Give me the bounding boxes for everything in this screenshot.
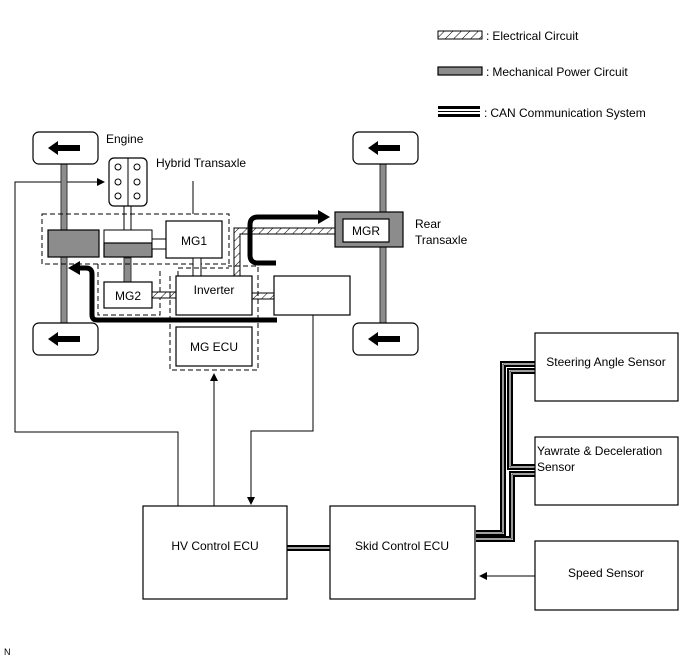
inverter-ecu-boundary (169, 265, 259, 371)
hv-to-engine-signal (14, 178, 179, 506)
signal-lines (14, 178, 535, 580)
yawrate-sensor-label-1: Yawrate & Deceleration (537, 444, 662, 458)
hybrid-transaxle-label: Hybrid Transaxle (156, 156, 246, 170)
power-flow-front-arrowhead (68, 261, 80, 275)
electrical-circuit-swatch (437, 30, 483, 40)
mg2-inverter-electrical (151, 291, 177, 299)
steering-angle-sensor-label: Steering Angle Sensor (546, 355, 665, 369)
rear-transaxle-label-1: Rear (415, 217, 441, 231)
mg1-inverter-link (192, 257, 202, 277)
arrow-left-icon (368, 332, 400, 346)
mg2-shaft (123, 257, 132, 283)
power-split-upper (103, 229, 153, 244)
skid-control-ecu-box (329, 505, 476, 600)
can-swatch-top (438, 106, 480, 109)
legend-mechanical-label: :Mechanical Power Circuit (486, 65, 628, 79)
inverter-ecu-boundary-top (177, 267, 229, 276)
engine-label: Engine (106, 132, 144, 146)
mg1-coupling (151, 238, 167, 250)
engine-shaft (123, 205, 132, 232)
legend-mechanical: :Mechanical Power Circuit (437, 65, 628, 79)
mg-ecu-label: MG ECU (190, 340, 238, 354)
mgr-label: MGR (352, 224, 380, 238)
can-swatch-mid (438, 111, 480, 112)
arrow-left-icon (48, 332, 80, 346)
mg2-box (103, 281, 153, 309)
power-flow-rear (247, 214, 318, 266)
inverter-box (175, 275, 253, 316)
engine-block: Engine (106, 132, 148, 207)
mg2-label: MG2 (115, 289, 141, 303)
arrow-left-icon (368, 141, 400, 155)
differential-gear (47, 229, 100, 258)
inverter-battery-electrical (251, 292, 275, 300)
skid-control-ecu-label: Skid Control ECU (355, 539, 449, 553)
power-split-lower (103, 242, 153, 258)
wheel-front-left-top (32, 131, 99, 165)
power-flow-front (78, 265, 277, 323)
steering-angle-sensor-box (534, 332, 679, 402)
hv-control-ecu-box (142, 505, 288, 600)
wheel-front-left-bottom (32, 322, 99, 356)
inverter-label: Inverter (194, 283, 235, 297)
rear-transaxle-label-2: Transaxle (415, 233, 468, 247)
battery-to-hv-signal (247, 314, 314, 505)
yawrate-sensor-label-2: Sensor (537, 460, 575, 474)
mgr-box (342, 218, 390, 243)
legend-electrical: :Electrical Circuit (437, 29, 579, 43)
mg1-box (165, 220, 223, 259)
mechanical-power-swatch (437, 66, 483, 76)
hv-control-ecu-label: HV Control ECU (171, 539, 258, 553)
hybrid-transaxle-boundary-lower (97, 264, 161, 316)
can-bus (287, 361, 535, 551)
orientation-mark: N (4, 647, 11, 657)
wheel-rear-top (352, 131, 419, 165)
legend-can: :CAN Communication System (438, 106, 646, 120)
wheel-rear-bottom (352, 322, 419, 356)
can-swatch-bottom (438, 114, 480, 117)
mg1-label: MG1 (181, 234, 207, 248)
yawrate-sensor-box (534, 436, 679, 506)
legend: :Electrical Circuit :Mechanical Power Ci… (437, 29, 646, 120)
arrow-left-icon (48, 141, 80, 155)
hv-battery-box (273, 275, 351, 316)
legend-electrical-label: :Electrical Circuit (486, 29, 579, 43)
mg-ecu-box (175, 326, 253, 367)
speed-sensor-label: Speed Sensor (568, 566, 644, 580)
hybrid-transaxle-boundary (41, 213, 230, 265)
speed-sensor-box (534, 540, 679, 611)
power-flow-rear-arrowhead (318, 210, 330, 224)
legend-can-label: :CAN Communication System (484, 106, 646, 120)
